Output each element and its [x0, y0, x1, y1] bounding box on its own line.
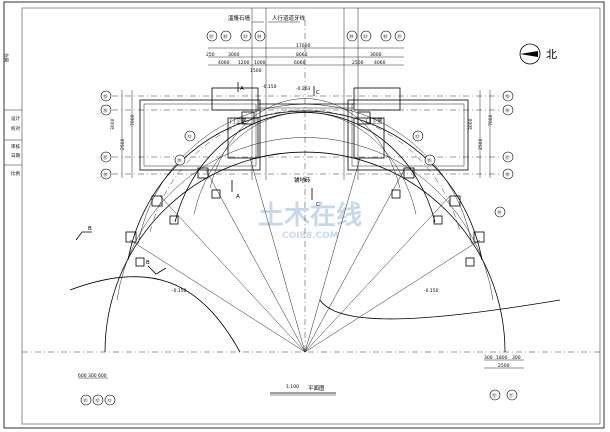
drawing-frame — [3, 1, 605, 429]
dim-bottom-left: 600 — [78, 373, 87, 379]
dim-right: 2500 — [478, 138, 484, 150]
dim-row2: 1200 — [238, 60, 250, 66]
top-dimensions: 17000 3000 8060 3000 250 4060 1200 1000 … — [206, 43, 404, 74]
dim-bottom-right: 300 — [484, 355, 493, 361]
grid-bubble: ㉒ — [383, 33, 388, 40]
elevation: -0.263 — [296, 86, 311, 92]
drawing-title: 平面图 — [308, 384, 325, 392]
room-label-left: 门卫室 — [230, 117, 247, 125]
grid-bubble: ㉑ — [397, 33, 402, 40]
grid-bubble: ⑫ — [492, 392, 497, 399]
grid-bubble: ⑱ — [505, 171, 510, 178]
dim-small: 1500 — [250, 68, 262, 74]
bottom-left-dims: 600 300 600 ㉑ ⑫ ⑬ — [78, 373, 116, 406]
dim-row2: 2500 — [352, 60, 364, 66]
strip-label: 日期 — [11, 153, 20, 159]
title-strip: 图号 设计 校对 审核 日期 比例 — [4, 53, 20, 177]
drawing-title-block: 平面图 1:100 — [270, 384, 336, 396]
top-label-right: 人行道道牙线 — [272, 14, 306, 22]
dim-sub-left: 3000 — [228, 52, 240, 58]
grid-bubble: ㉒ — [223, 33, 228, 40]
road-curve-left — [69, 276, 241, 353]
grid-bubble: ㉑ — [83, 397, 88, 404]
section-mark: A — [240, 86, 244, 92]
elevation: -0.150 — [172, 288, 187, 294]
grid-bubble: ⑯ — [103, 107, 108, 114]
inner-frame — [21, 7, 601, 425]
grid-bubble: ⑰ — [505, 154, 510, 161]
center-label: 铺地砖 — [294, 176, 311, 184]
room-label-right: 门卫室 — [366, 117, 383, 125]
road-curve-right — [319, 299, 561, 320]
top-grid-bubbles: ㉑ ㉒ ㉓ ㉔ ㉔ ㉓ ㉒ ㉑ — [206, 30, 406, 42]
dim-row2: 6060 — [294, 60, 306, 66]
grid-bubble: ㉓ — [243, 33, 248, 40]
dim-right: 7000 — [488, 114, 494, 126]
dim-small: 250 — [206, 52, 215, 58]
strip-label: 审核 — [11, 143, 20, 150]
dim-left: 3000 — [110, 118, 116, 130]
dim-left: 7000 — [130, 114, 136, 126]
north-arrow: 北 — [519, 43, 557, 65]
watermark: 土木在线 COI88.COM — [258, 201, 362, 241]
elevation: -0.150 — [424, 288, 439, 294]
strip-label: 图号 — [4, 53, 10, 62]
grid-bubble: ㉔ — [257, 33, 262, 40]
section-mark: B — [146, 260, 150, 266]
dim-bottom-left: 300 — [88, 373, 97, 379]
building-walls — [112, 87, 500, 175]
grid-bubble: ㉓ — [363, 33, 368, 40]
section-mark: B — [88, 226, 92, 232]
grid-bubble: ⑮ — [427, 157, 432, 164]
dim-bottom-left: 600 — [98, 373, 107, 379]
section-marks: A A C C B B — [75, 82, 320, 275]
dim-left: 2500 — [120, 138, 126, 150]
grid-bubble: ⑮ — [103, 93, 108, 100]
section-mark: C — [316, 202, 320, 208]
dim-bottom-right: 2500 — [498, 363, 510, 369]
section-mark: C — [316, 90, 320, 96]
watermark-text: 土木在线 — [258, 201, 362, 231]
bottom-right-dims: 300 1800 300 2500 ⑫ ⑪ — [484, 355, 524, 401]
section-mark: A — [236, 194, 240, 200]
left-side-grid: ⑮ ⑯ ⑰ ⑱ 3000 2500 7000 — [100, 90, 136, 180]
strip-label: 校对 — [11, 125, 20, 132]
columns — [125, 167, 485, 267]
top-label-left: 溫漿石墙 — [228, 14, 251, 22]
dim-bottom-right: 1800 — [496, 355, 508, 361]
grid-bubble: ⑮ — [177, 157, 182, 164]
grid-bubble: ⑪ — [509, 392, 514, 399]
grid-bubble: ㉔ — [349, 33, 354, 40]
grid-bubble: ⑮ — [505, 93, 510, 100]
dim-right: 3000 — [468, 118, 474, 130]
grid-bubble: ⑯ — [505, 107, 510, 114]
grid-bubble: ⑬ — [415, 133, 420, 140]
strip-label: 设计 — [11, 115, 20, 122]
strip-label: 比例 — [11, 170, 20, 177]
grid-bubble: ⑱ — [103, 171, 108, 178]
right-side-grid: ⑮ ⑯ ⑰ ⑱ 3000 2500 7000 — [468, 90, 514, 180]
grid-bubble: ⑬ — [187, 133, 192, 140]
north-label: 北 — [546, 48, 557, 61]
watermark-sub: COI88.COM — [282, 231, 339, 241]
dim-mid: 8060 — [296, 52, 308, 58]
curved-canopy — [104, 98, 506, 353]
dim-row2: 4060 — [218, 60, 230, 66]
dim-sub-right: 3000 — [370, 52, 382, 58]
grid-bubble: ⑭ — [497, 209, 502, 216]
grid-bubble: ⑰ — [103, 154, 108, 161]
drawing-scale: 1:100 — [286, 384, 299, 390]
dim-row2: 4060 — [374, 60, 386, 66]
elevation: -0.150 — [262, 84, 277, 90]
radial-lines — [129, 157, 481, 353]
dim-bottom-right: 300 — [512, 355, 521, 361]
lower-grid-bubbles: ⑬ ⑮ ⑬ ⑮ ⑭ — [174, 130, 506, 218]
dim-total: 17000 — [296, 43, 310, 49]
grid-bubble: ⑬ — [107, 397, 112, 404]
grid-bubble: ㉑ — [209, 33, 214, 40]
dim-row2: 1000 — [254, 60, 266, 66]
grid-bubble: ⑫ — [95, 397, 100, 404]
